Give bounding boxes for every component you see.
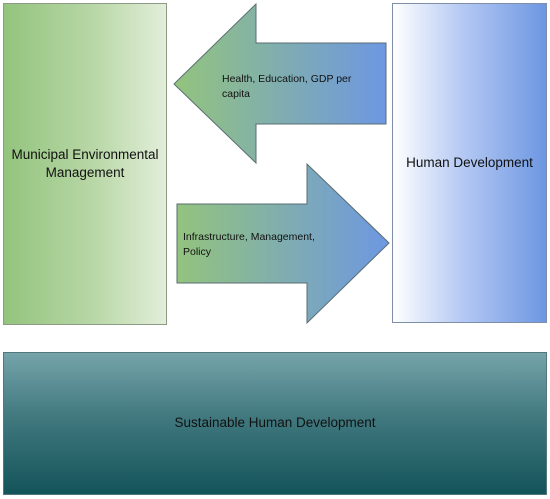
arrow-left-label: Health, Education, GDP per capita [222, 73, 352, 100]
arrow-right-shape [176, 162, 390, 325]
arrow-right-label: Infrastructure, Management, Policy [183, 231, 315, 258]
municipal-environmental-management-label: Municipal Environmental Management [11, 146, 159, 180]
human-development-box: Human Development [392, 3, 547, 323]
sustainable-human-development-label: Sustainable Human Development [174, 415, 376, 431]
arrow-left-shape [173, 2, 387, 165]
municipal-environmental-management-box: Municipal Environmental Management [3, 3, 167, 325]
sustainable-human-development-box: Sustainable Human Development [3, 352, 547, 495]
human-development-label: Human Development [406, 154, 533, 170]
